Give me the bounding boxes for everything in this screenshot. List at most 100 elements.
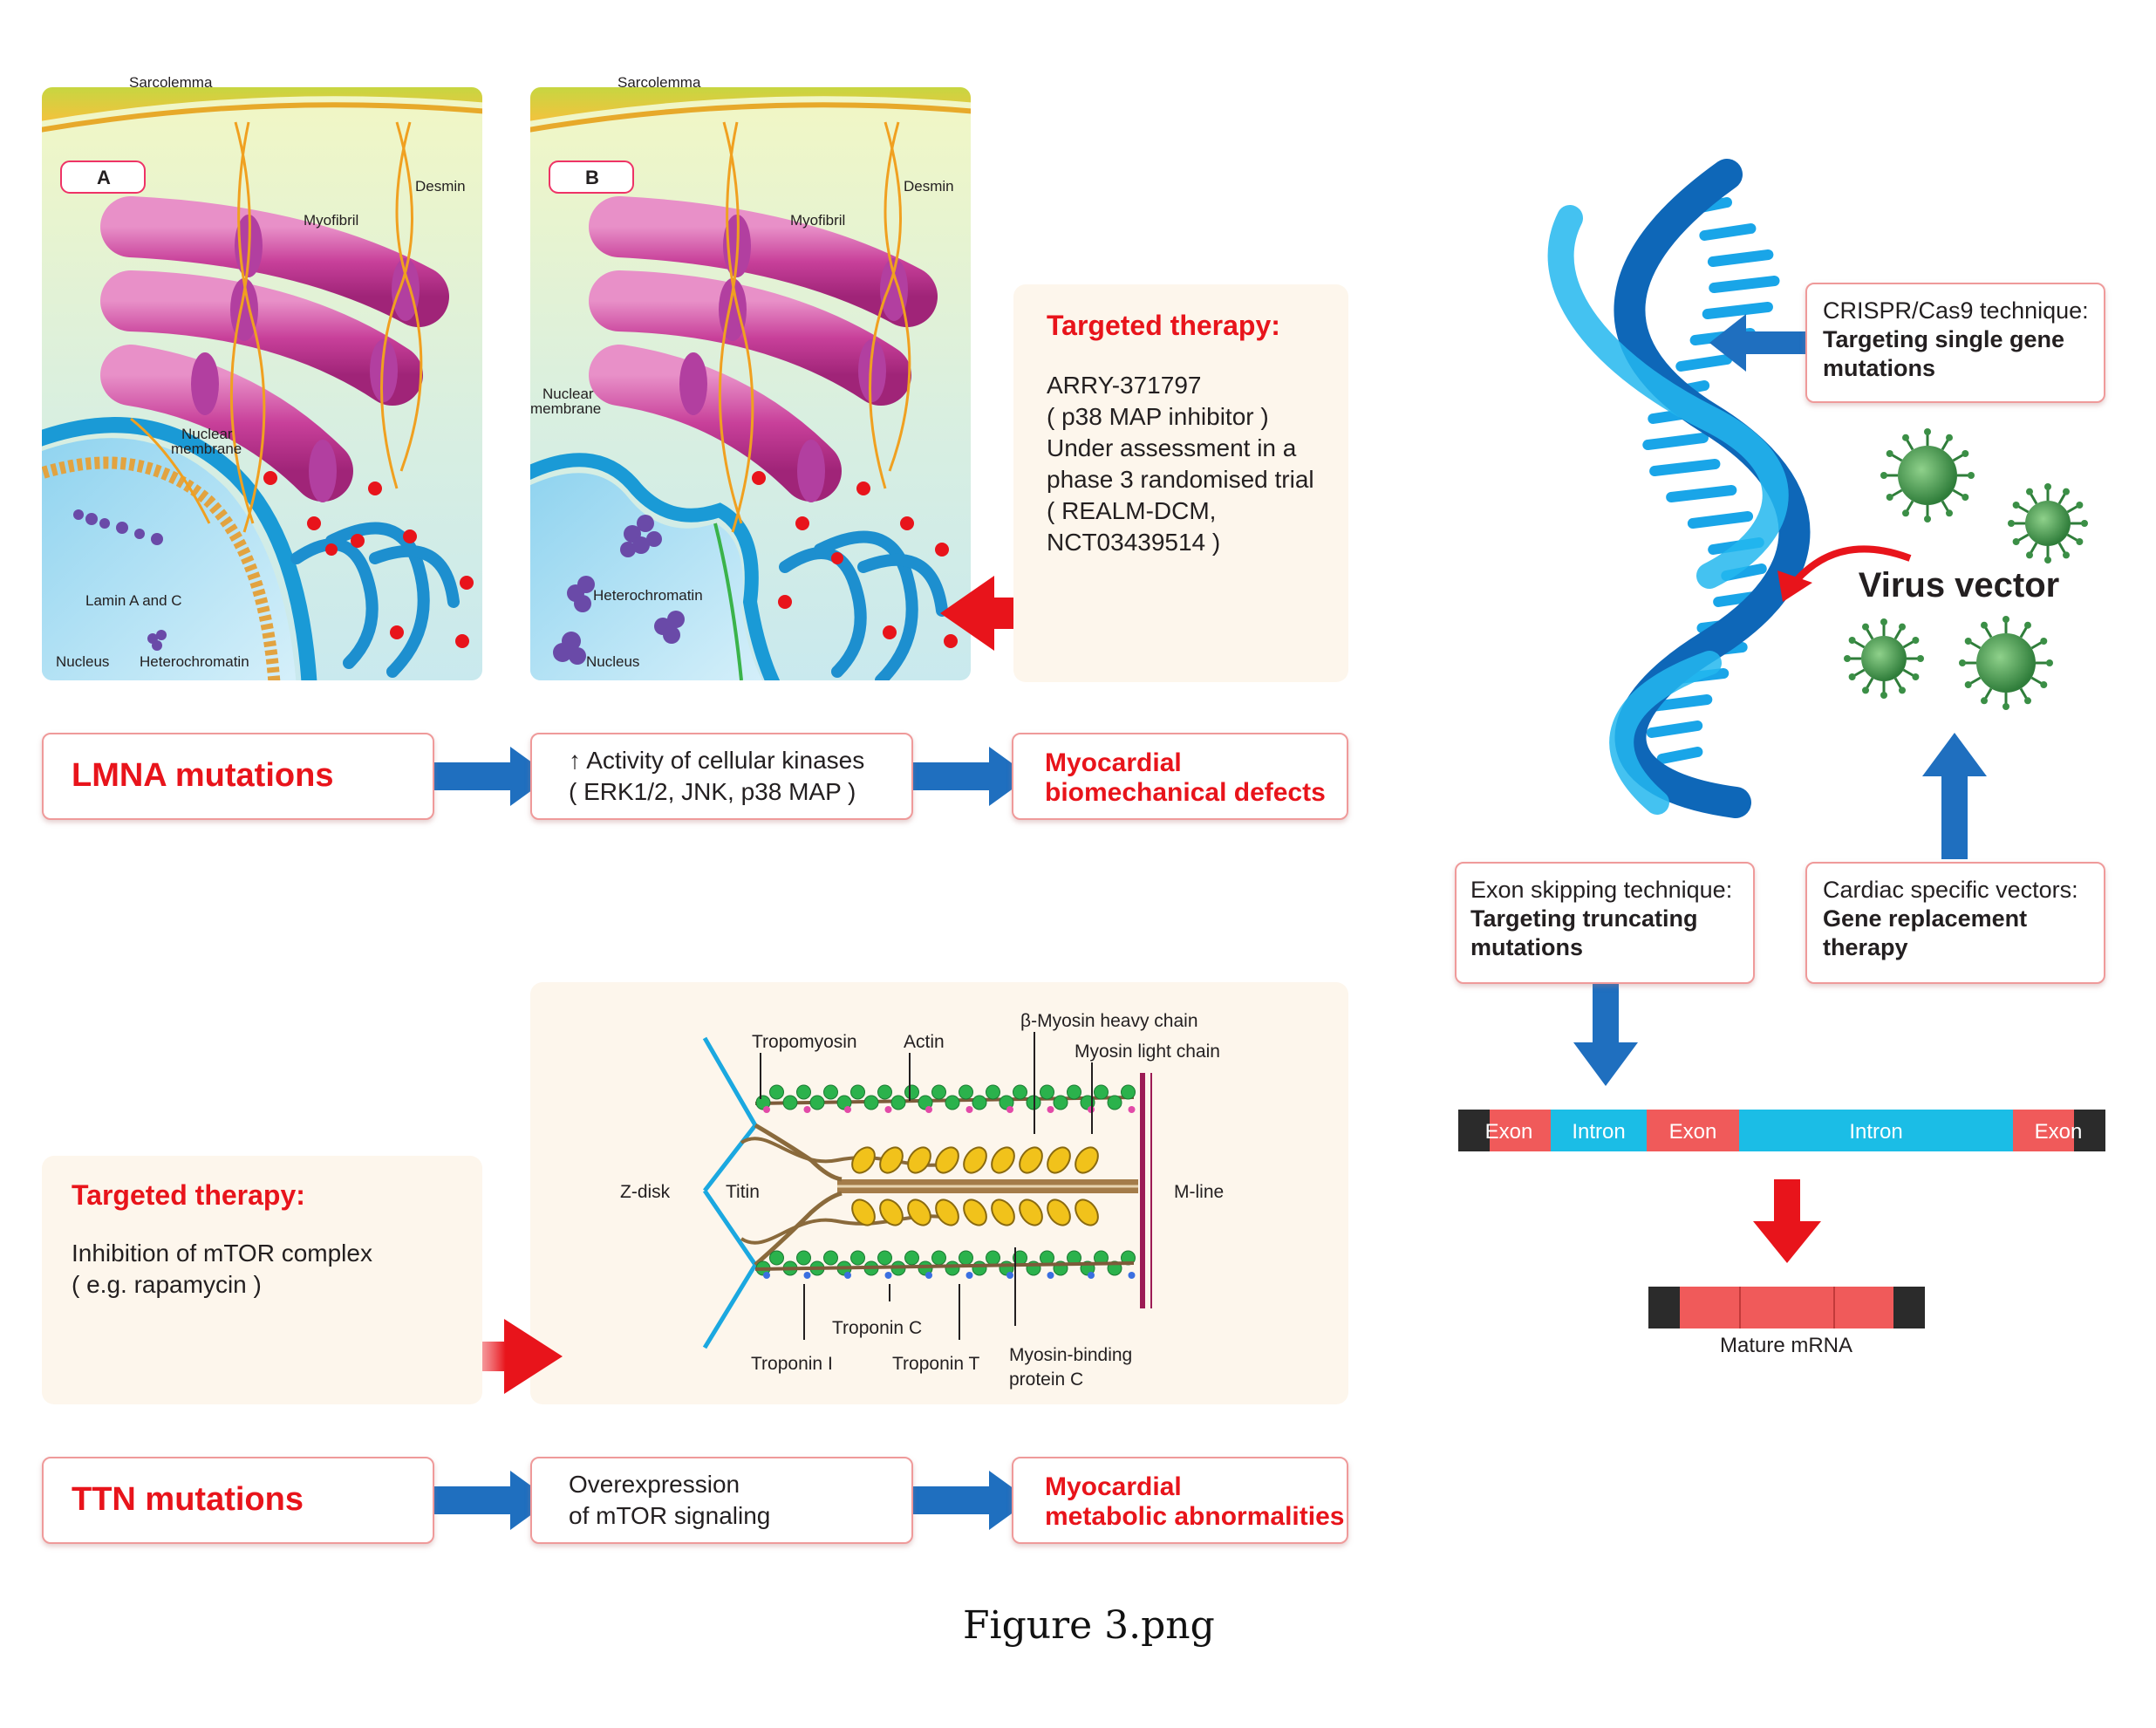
therapy-lmna-line: NCT03439514 ) (1047, 529, 1221, 556)
label-nuclear-membrane-b-1: Nuclear (542, 386, 594, 402)
crispr-bold-1: Targeting single gene (1823, 326, 2065, 352)
label-nucleus-a: Nucleus (56, 653, 109, 670)
label-myosin-light-chain: Myosin light chain (1075, 1042, 1220, 1062)
ttn-mutations-label: TTN mutations (72, 1481, 304, 1518)
metabolic-line-2: metabolic abnormalities (1045, 1502, 1345, 1531)
label-m-line: M-line (1174, 1182, 1224, 1202)
exon-title: Exon skipping technique: (1470, 877, 1733, 903)
biomechanical-defects-text: Myocardial biomechanical defects (1045, 748, 1326, 808)
therapy-lmna-line: ( REALM-DCM, (1047, 497, 1217, 524)
cardiac-text: Cardiac specific vectors: Gene replaceme… (1823, 876, 2078, 962)
lmna-mutations-box: LMNA mutations (42, 733, 434, 820)
kinase-line-1: Activity of cellular kinases (586, 747, 865, 774)
blue-arrow-exon-down (1573, 984, 1638, 1086)
cardiac-vectors-box: Cardiac specific vectors: Gene replaceme… (1805, 862, 2105, 984)
therapy-lmna-text: ARRY-371797 ( p38 MAP inhibitor ) Under … (1047, 370, 1314, 558)
segment-exon-2: Exon (1669, 1120, 1717, 1144)
therapy-lmna-line: ( p38 MAP inhibitor ) (1047, 403, 1269, 430)
biomech-line-1: Myocardial (1045, 748, 1182, 777)
sarcomere-illustration: Tropomyosin Actin β-Myosin heavy chain M… (620, 1011, 1224, 1390)
label-z-disk: Z-disk (620, 1182, 671, 1202)
ttn-flow-arrows (434, 1471, 1030, 1530)
segment-intron-1: Intron (1572, 1120, 1625, 1144)
therapy-ttn-panel: Targeted therapy: Inhibition of mTOR com… (42, 1156, 482, 1404)
segment-intron-2: Intron (1849, 1120, 1902, 1144)
letter-b-box (549, 161, 634, 194)
biomech-line-2: biomechanical defects (1045, 778, 1326, 807)
label-myosin-heavy-chain: β-Myosin heavy chain (1020, 1011, 1198, 1031)
label-heterochromatin-b: Heterochromatin (593, 587, 703, 604)
therapy-ttn-heading: Targeted therapy: (72, 1179, 305, 1211)
kinase-activity-text: ↑ Activity of cellular kinases ( ERK1/2,… (569, 745, 864, 808)
letter-a-box (60, 161, 146, 194)
blue-arrow-crispr (1709, 314, 1805, 372)
mtor-line-1: Overexpression (569, 1471, 740, 1498)
crispr-box: CRISPR/Cas9 technique: Targeting single … (1805, 283, 2105, 403)
label-mybpc-1: Myosin-binding (1009, 1345, 1132, 1365)
label-tropomyosin: Tropomyosin (752, 1032, 857, 1052)
label-desmin-a: Desmin (415, 178, 466, 195)
therapy-lmna-line: Under assessment in a (1047, 434, 1297, 461)
label-myofibril-a: Myofibril (304, 212, 358, 229)
therapy-ttn-line: ( e.g. rapamycin ) (72, 1271, 262, 1298)
mature-mrna-bar: Mature mRNA (1648, 1287, 1925, 1357)
label-mature-mrna: Mature mRNA (1720, 1334, 1852, 1357)
therapy-lmna-line: phase 3 randomised trial (1047, 466, 1314, 493)
label-myofibril-b: Myofibril (790, 212, 845, 229)
dna-helix (1547, 159, 1811, 818)
metabolic-abnormalities-text: Myocardial metabolic abnormalities (1045, 1472, 1344, 1532)
virus-particles (1844, 428, 2088, 710)
ttn-mutations-box: TTN mutations (42, 1457, 434, 1544)
crispr-bold-2: mutations (1823, 355, 1936, 381)
up-arrow-icon: ↑ (569, 747, 581, 774)
label-troponin-i: Troponin I (751, 1354, 833, 1374)
panel-letter-b: B (585, 167, 599, 188)
cardiac-bold-2: therapy (1823, 934, 1908, 960)
label-nuclear-membrane-a-2: membrane (171, 441, 242, 457)
mtor-line-2: of mTOR signaling (569, 1502, 771, 1529)
cardiac-title: Cardiac specific vectors: (1823, 877, 2078, 903)
figure-caption: Figure 3.png (963, 1603, 1215, 1648)
mtor-text: Overexpression of mTOR signaling (569, 1469, 770, 1532)
therapy-lmna-panel: Targeted therapy: ARRY-371797 ( p38 MAP … (1013, 284, 1348, 682)
therapy-ttn-line: Inhibition of mTOR complex (72, 1240, 372, 1267)
label-nuclear-membrane-a-1: Nuclear (181, 426, 233, 442)
cardiac-bold-1: Gene replacement (1823, 905, 2028, 932)
exon-bold-1: Targeting truncating (1470, 905, 1698, 932)
label-desmin-b: Desmin (904, 178, 954, 195)
label-nuclear-membrane-b-2: membrane (530, 400, 601, 417)
panel-letter-a: A (97, 167, 111, 188)
label-nucleus-b: Nucleus (586, 653, 639, 670)
red-arrow-splicing (1753, 1179, 1821, 1263)
therapy-lmna-heading: Targeted therapy: (1047, 310, 1280, 341)
label-titin: Titin (726, 1182, 760, 1202)
panel-a-illustration (42, 87, 482, 680)
panel-a-labels: Sarcolemma A Desmin Myofibril Nuclear me… (56, 74, 466, 670)
label-lamin: Lamin A and C (85, 592, 182, 609)
kinase-line-2: ( ERK1/2, JNK, p38 MAP ) (569, 778, 856, 805)
label-sarcolemma-b: Sarcolemma (617, 74, 701, 91)
mtor-box: Overexpression of mTOR signaling (530, 1457, 913, 1544)
blue-arrow-cardiac-up (1922, 733, 1987, 859)
therapy-ttn-text: Inhibition of mTOR complex ( e.g. rapamy… (72, 1238, 372, 1301)
label-sarcolemma-a: Sarcolemma (129, 74, 213, 91)
label-mybpc-2: protein C (1009, 1369, 1083, 1390)
label-virus-vector: Virus vector (1859, 566, 2060, 604)
red-curved-arrowhead (1777, 570, 1812, 602)
lmna-flow-arrows (434, 747, 1030, 806)
panel-b-labels: Sarcolemma B Desmin Myofibril Nuclear me… (530, 74, 954, 670)
exon-bold-2: mutations (1470, 934, 1584, 960)
crispr-text: CRISPR/Cas9 technique: Targeting single … (1823, 297, 2089, 383)
biomechanical-defects-box: Myocardial biomechanical defects (1012, 733, 1348, 820)
exon-skipping-text: Exon skipping technique: Targeting trunc… (1470, 876, 1732, 962)
red-curved-arrow-virus (1794, 545, 1912, 583)
label-troponin-t: Troponin T (892, 1354, 980, 1374)
kinase-activity-box: ↑ Activity of cellular kinases ( ERK1/2,… (530, 733, 913, 820)
lmna-mutations-label: LMNA mutations (72, 757, 334, 794)
crispr-title: CRISPR/Cas9 technique: (1823, 297, 2089, 324)
label-heterochromatin-a: Heterochromatin (140, 653, 249, 670)
metabolic-line-1: Myocardial (1045, 1472, 1182, 1501)
segment-exon-1: Exon (1485, 1120, 1533, 1144)
therapy-lmna-line: ARRY-371797 (1047, 372, 1202, 399)
